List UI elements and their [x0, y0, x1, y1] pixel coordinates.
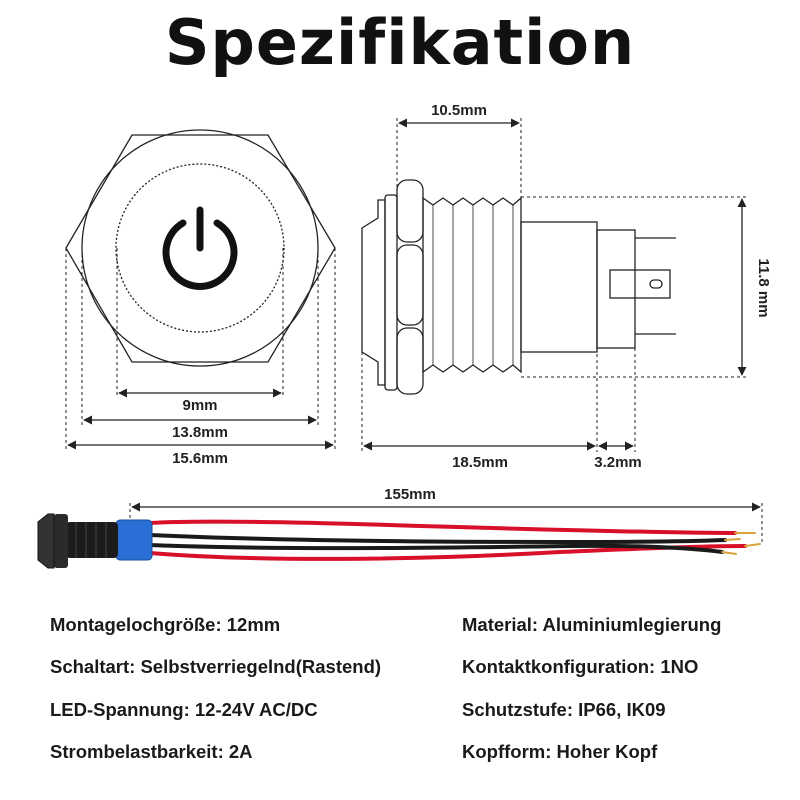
page-title: Spezifikation [164, 6, 636, 79]
dim-label-9mm: 9mm [182, 397, 217, 414]
dim-label-13-8mm: 13.8mm [172, 424, 228, 441]
wire-black-1 [148, 533, 727, 545]
switch-body [66, 522, 118, 558]
connector-housing [115, 519, 153, 561]
dim-label-155mm: 155mm [384, 486, 436, 503]
spec-kontaktkonfiguration: Kontaktkonfiguration: 1NO [462, 656, 699, 677]
rear-housing [520, 221, 598, 353]
switch-head-photo [37, 513, 55, 569]
switch-head [361, 199, 386, 386]
flange [384, 194, 398, 391]
dim-label-10-5mm: 10.5mm [431, 102, 487, 119]
cable-assembly [37, 502, 763, 569]
wire-black-2 [148, 543, 724, 554]
nut-middle [396, 244, 424, 326]
spec-montagelochgroesse: Montagelochgröße: 12mm [50, 614, 281, 635]
dim-label-3-2mm: 3.2mm [594, 454, 642, 471]
thread-body [422, 196, 522, 374]
terminal-tab-middle [609, 269, 671, 299]
dim-label-18-5mm: 18.5mm [452, 454, 508, 471]
terminal-block [596, 229, 636, 349]
spec-strombelastbarkeit: Strombelastbarkeit: 2A [50, 741, 253, 762]
dim-label-15-6mm: 15.6mm [172, 450, 228, 467]
spec-led-spannung: LED-Spannung: 12-24V AC/DC [50, 699, 318, 720]
switch-nut [54, 514, 68, 568]
wires [148, 519, 761, 561]
spec-schaltart: Schaltart: Selbstverriegelnd(Rastend) [50, 656, 382, 677]
spec-kopfform: Kopfform: Hoher Kopf [462, 741, 658, 762]
dim-label-11-8mm: 11.8 mm [755, 258, 772, 317]
terminal-hole [649, 279, 663, 289]
side-view [361, 118, 748, 452]
spec-schutzstufe: Schutzstufe: IP66, IK09 [462, 699, 666, 720]
spec-material: Material: Aluminiumlegierung [462, 614, 722, 635]
power-icon [162, 206, 238, 290]
nut-lower [396, 327, 424, 395]
bezel-inner-circle [115, 163, 285, 333]
front-view [65, 129, 336, 450]
wire-red-1 [148, 519, 737, 535]
nut-upper [396, 179, 424, 243]
